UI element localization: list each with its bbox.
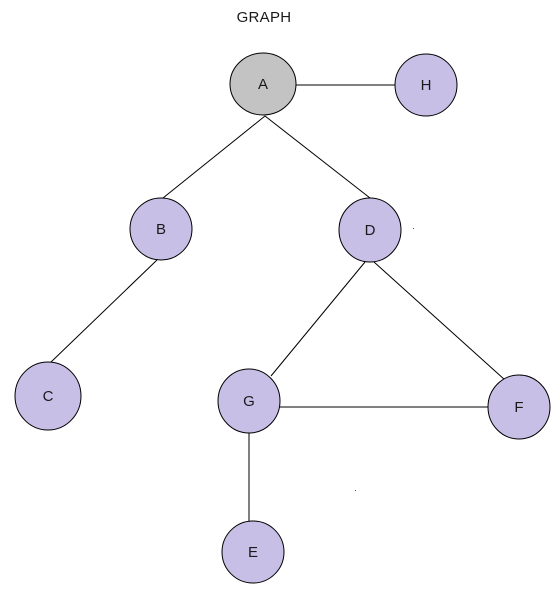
stray-marks [355,228,414,491]
node-d-circle [338,197,402,263]
node-h-circle [394,53,458,117]
diagram-title: GRAPH [236,9,292,26]
node-h-label: H [421,77,432,94]
node-e-label: E [248,544,258,561]
node-h: H [394,53,458,117]
node-f: F [487,374,551,440]
node-b-circle [129,197,193,261]
edges-layer [49,84,506,521]
edge-d-f [373,261,506,381]
node-c-circle [14,361,82,431]
node-d: D [338,197,402,263]
node-g: G [217,368,281,434]
node-e: E [221,520,285,584]
node-f-circle [487,374,551,440]
node-c-label: C [43,388,54,405]
node-a: A [229,52,297,116]
edge-d-g [270,261,366,377]
nodes-layer: A H B D C G F E [14,52,551,584]
node-b-label: B [156,221,166,238]
node-c: C [14,361,82,431]
node-a-circle [229,52,297,116]
node-d-label: D [365,222,376,239]
edge-b-c [49,259,158,364]
edge-a-d [264,115,371,199]
node-g-label: G [243,393,255,410]
node-a-label: A [258,76,268,93]
node-g-circle [217,368,281,434]
node-e-circle [221,520,285,584]
edge-a-b [162,115,266,199]
node-f-label: F [514,399,523,416]
node-b: B [129,197,193,261]
